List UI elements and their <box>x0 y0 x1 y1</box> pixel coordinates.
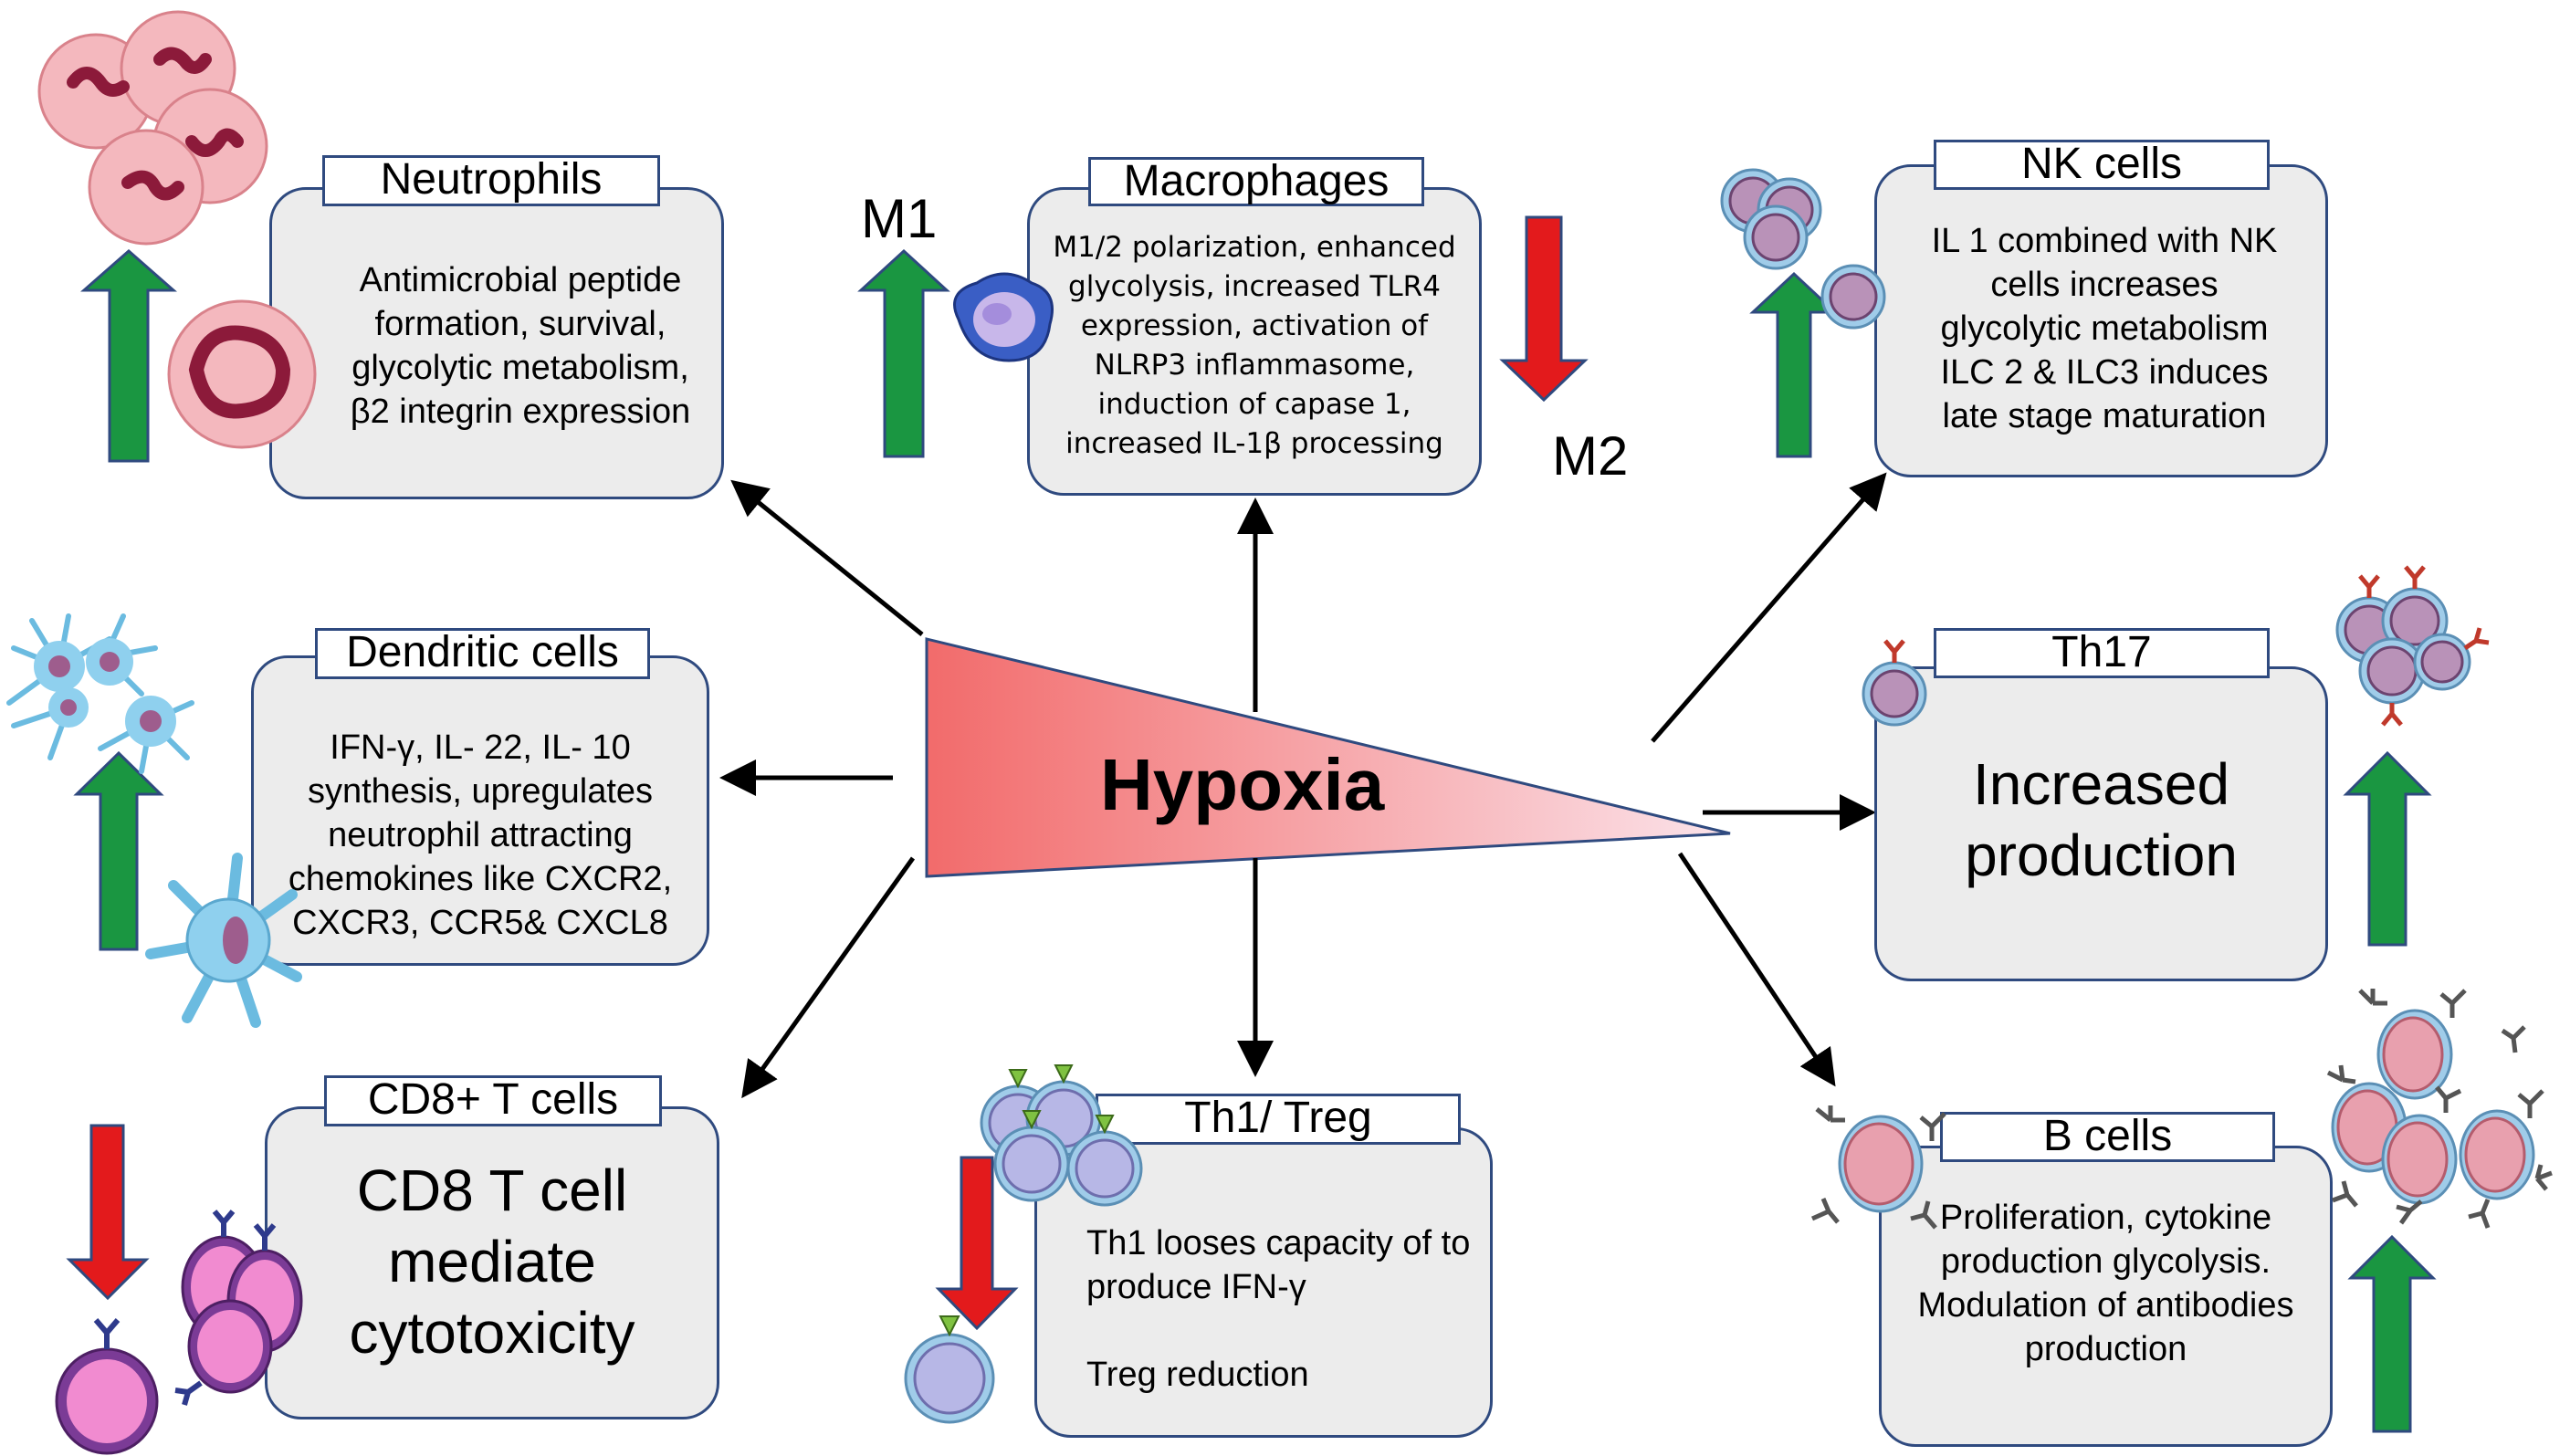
nk-cells-up-arrow <box>1749 271 1839 458</box>
th17-up-arrow <box>2343 750 2432 947</box>
dendritic-cells-title: Dendritic cells <box>315 628 650 679</box>
arrow-to-cd8 <box>741 856 916 1099</box>
b-cells-description: Proliferation, cytokine production glyco… <box>1917 1199 2294 1368</box>
neutrophils-up-arrow <box>80 249 177 463</box>
dendritic-cells-description: IFN-γ, IL- 22, IL- 10 synthesis, upregul… <box>288 728 673 942</box>
m1-label: M1 <box>861 188 938 249</box>
b-cells-up-arrow <box>2347 1234 2437 1433</box>
th17-cluster-icon <box>2335 565 2490 727</box>
cd8-single-cell-icon <box>55 1318 159 1455</box>
cd8-t-cells-description: CD8 T cell mediate cytotoxicity <box>349 1157 635 1366</box>
nk-cells-description: IL 1 combined with NK cells increases gl… <box>1931 222 2278 435</box>
th1-treg-description: Th1 looses capacity of to produce IFN-γ … <box>1086 1224 1471 1394</box>
macrophages-description: M1/2 polarization, enhanced glycolysis, … <box>1053 231 1456 460</box>
hypoxia-label: Hypoxia <box>1100 744 1385 825</box>
macrophages-box <box>1027 187 1482 496</box>
neutrophils-description: Antimicrobial peptide formation, surviva… <box>350 261 691 431</box>
th17-small-cell-icon <box>1862 639 1927 727</box>
th1-treg-title: Th1/ Treg <box>1096 1094 1461 1145</box>
cd8-down-arrow <box>66 1124 150 1301</box>
th1-treg-down-arrow <box>935 1156 1019 1331</box>
hypoxia-triangle <box>925 637 1731 878</box>
nk-cell-cluster-icon <box>1720 168 1886 330</box>
th17-description: Increased production <box>1965 751 2238 888</box>
dendritic-cell-large-icon <box>145 853 302 1028</box>
macrophages-m2-down-arrow <box>1499 215 1589 403</box>
arrow-to-nk-cells <box>1651 472 1887 743</box>
b-cell-cluster-icon <box>2326 989 2553 1229</box>
macrophages-title: Macrophages <box>1088 157 1424 206</box>
macrophages-m1-up-arrow <box>857 248 950 458</box>
b-cell-single-icon <box>1810 1105 1946 1230</box>
cd8-t-cells-title: CD8+ T cells <box>324 1075 662 1126</box>
nk-cells-title: NK cells <box>1934 140 2270 190</box>
th1-treg-cluster-icon <box>980 1064 1143 1207</box>
b-cells-title: B cells <box>1940 1112 2275 1162</box>
b-cells-box <box>1879 1146 2333 1447</box>
neutrophils-title: Neutrophils <box>322 155 660 206</box>
arrow-to-neutrophils <box>730 479 924 636</box>
dendritic-cells-up-arrow <box>73 750 164 951</box>
treg-single-cell-icon <box>904 1315 995 1424</box>
cd8-cluster-icon <box>174 1210 303 1406</box>
neutrophil-cluster-icon <box>37 10 268 246</box>
m2-label: M2 <box>1552 425 1629 487</box>
arrow-to-b-cells <box>1677 852 1836 1087</box>
th17-title: Th17 <box>1934 628 2270 678</box>
neutrophil-large-icon <box>167 299 317 449</box>
macrophage-icon <box>953 272 1054 362</box>
nk-cells-box <box>1874 164 2328 477</box>
neutrophils-box <box>269 187 724 499</box>
dendritic-cell-cluster-icon <box>6 613 194 774</box>
